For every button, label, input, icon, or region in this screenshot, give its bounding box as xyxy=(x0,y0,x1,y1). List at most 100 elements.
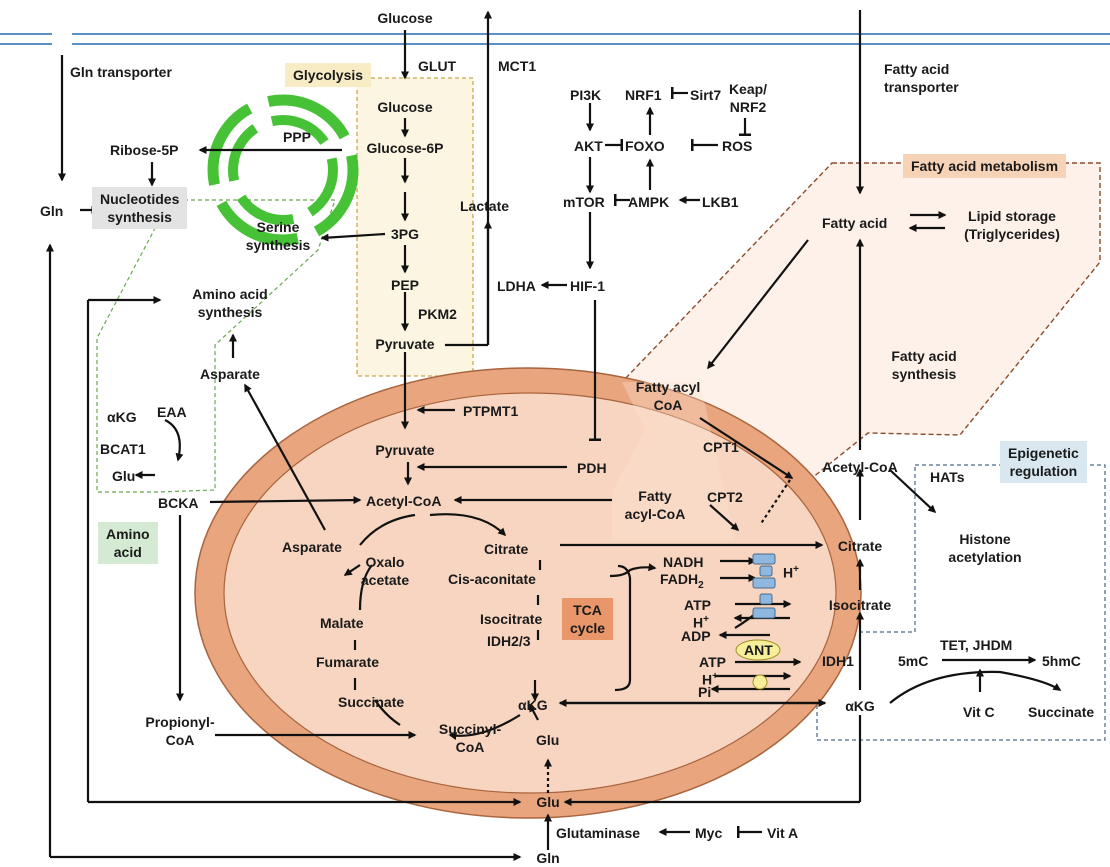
idh1: IDH1 xyxy=(822,653,854,669)
bcka: BCKA xyxy=(158,495,199,511)
pyruvate-mito: Pyruvate xyxy=(375,442,435,458)
glut-label: GLUT xyxy=(418,58,457,74)
cpt2: CPT2 xyxy=(707,489,743,505)
succinate-mito: Succinate xyxy=(338,694,405,710)
nrf1: NRF1 xyxy=(625,87,662,103)
epigenetic-regulation-label: Epigenetic regulation xyxy=(1000,441,1087,483)
tet-jhdm: TET, JHDM xyxy=(940,637,1013,653)
h-plus-out: H+ xyxy=(783,564,799,581)
idh2-3: IDH2/3 xyxy=(487,633,531,649)
glycolysis-label: Glycolysis xyxy=(285,63,372,87)
succinyl-coa: Succinyl- CoA xyxy=(438,721,502,755)
pi: Pi xyxy=(698,684,712,700)
lipid-storage: Lipid storage (Triglycerides) xyxy=(964,208,1060,242)
h-plus-1: H+ xyxy=(693,614,709,631)
fatty-acid-transporter-label: Fatty acid transporter xyxy=(884,61,959,95)
adp: ADP xyxy=(681,628,711,644)
fumarate: Fumarate xyxy=(316,654,380,670)
mct1-label: MCT1 xyxy=(498,58,537,74)
propionyl-coa: Propionyl- CoA xyxy=(145,714,215,748)
pdh: PDH xyxy=(577,460,607,476)
foxo: FOXO xyxy=(625,138,665,154)
fatty-acid-metabolism-label: Fatty acid metabolism xyxy=(903,154,1067,178)
gln-transporter-label: Gln transporter xyxy=(70,64,172,80)
succinate-cytosol: Succinate xyxy=(1028,704,1095,720)
ros: ROS xyxy=(722,138,753,154)
atp-1: ATP xyxy=(684,597,711,613)
citrate-cytosol: Citrate xyxy=(837,538,883,554)
pep: PEP xyxy=(390,277,420,293)
serine-synthesis: Serine synthesis xyxy=(245,219,311,253)
acetyl-coa-mito: Acetyl-CoA xyxy=(366,493,442,509)
fatty-acyl-coa-mito: Fatty acyl-CoA xyxy=(624,488,686,522)
fadh2: FADH2 xyxy=(660,571,704,591)
akg-left: αKG xyxy=(107,409,137,425)
fatty-acid: Fatty acid xyxy=(822,215,888,231)
glu-bottom: Glu xyxy=(536,794,560,810)
isocitrate-cytosol: Isocitrate xyxy=(828,597,892,613)
5hmc: 5hmC xyxy=(1042,653,1081,669)
ribose-5p: Ribose-5P xyxy=(110,142,179,158)
isocitrate-mito: Isocitrate xyxy=(480,611,543,627)
glucose-intracellular: Glucose xyxy=(377,99,433,115)
glycolysis-region xyxy=(356,77,474,377)
5mc: 5mC xyxy=(898,653,929,669)
ppp-rings xyxy=(207,94,359,246)
fatty-acyl-coa-cytosol: Fatty acyl CoA xyxy=(635,379,701,413)
asparate-cytosol: Asparate xyxy=(200,366,260,382)
lkb1: LKB1 xyxy=(702,194,739,210)
asparate-mito: Asparate xyxy=(282,539,342,555)
citrate-mito: Citrate xyxy=(484,541,529,557)
histone-acetylation: Histone acetylation xyxy=(948,531,1022,565)
mtor: mTOR xyxy=(563,194,605,210)
cell-membrane xyxy=(0,30,1110,48)
h-plus-2: H+ xyxy=(702,671,718,688)
pyruvate-cytosol: Pyruvate xyxy=(375,336,435,352)
cis-aconitate: Cis-aconitate xyxy=(448,571,536,587)
acetyl-coa-cytosol: Acetyl-CoA xyxy=(822,459,898,475)
nucleotides-synthesis-label: Nucleotides synthesis xyxy=(92,187,188,229)
akt: AKT xyxy=(574,138,603,154)
oxaloacetate: Oxalo acetate xyxy=(360,554,410,588)
fatty-acid-synthesis: Fatty acid synthesis xyxy=(891,348,957,382)
nadh: NADH xyxy=(663,554,704,570)
ant-label: ANT xyxy=(744,642,773,658)
amino-acid-synthesis: Amino acid synthesis xyxy=(192,286,268,320)
amino-acid-label: Amino acid xyxy=(98,522,158,564)
sirt7: Sirt7 xyxy=(690,87,722,103)
ptpmt1: PTPMT1 xyxy=(463,403,519,419)
hif-1: HIF-1 xyxy=(570,278,605,294)
vit-a: Vit A xyxy=(767,825,799,841)
vit-c: Vit C xyxy=(963,704,995,720)
glu-left: Glu xyxy=(112,468,136,484)
tca-cycle-label: TCA cycle xyxy=(562,598,614,640)
bcat1: BCAT1 xyxy=(100,441,146,457)
malate: Malate xyxy=(320,615,364,631)
hats: HATs xyxy=(930,469,965,485)
ppp-label: PPP xyxy=(283,129,312,145)
pi3k: PI3K xyxy=(570,87,602,103)
glucose-6p: Glucose-6P xyxy=(366,140,444,156)
ampk: AMPK xyxy=(628,194,670,210)
glucose-extracellular: Glucose xyxy=(377,10,433,26)
cpt1: CPT1 xyxy=(703,439,739,455)
keap-nrf2: Keap/ NRF2 xyxy=(728,81,768,115)
glutaminase: Glutaminase xyxy=(556,825,641,841)
ldha: LDHA xyxy=(497,278,536,294)
etc-complexes xyxy=(735,553,781,690)
gln-bottom: Gln xyxy=(536,850,560,866)
glu-mito: Glu xyxy=(536,732,560,748)
gln-left: Gln xyxy=(40,203,64,219)
mitochondrion-inner xyxy=(223,392,837,794)
pkm2: PKM2 xyxy=(418,306,457,322)
akg-cytosol: αKG xyxy=(845,698,875,714)
3pg: 3PG xyxy=(390,226,420,242)
akg-mito: αKG xyxy=(518,697,548,713)
eaa: EAA xyxy=(157,404,187,420)
atp-2: ATP xyxy=(699,654,726,670)
epigenetic-region xyxy=(816,464,1106,741)
lactate: Lactate xyxy=(460,198,510,214)
myc: Myc xyxy=(695,825,723,841)
